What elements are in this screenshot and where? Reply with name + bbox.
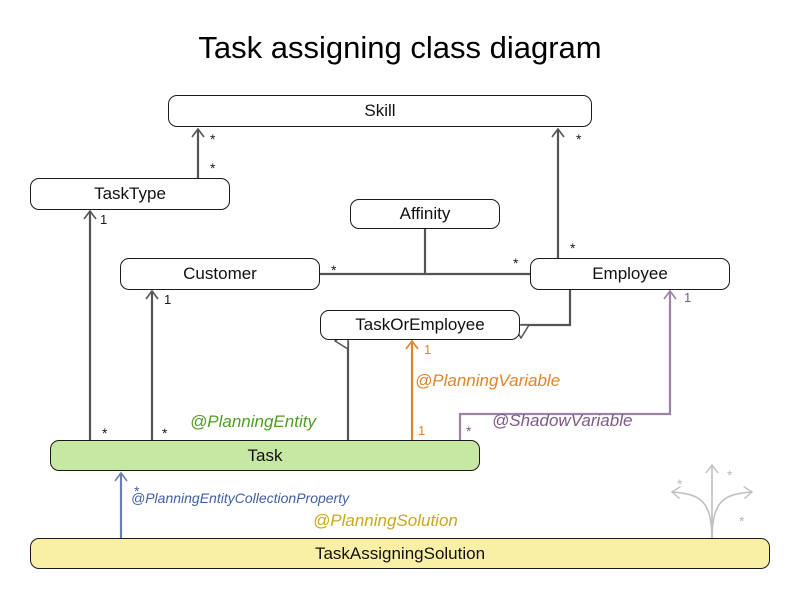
class-node-customer[interactable]: Customer — [120, 258, 320, 290]
class-node-affinity[interactable]: Affinity — [350, 199, 500, 229]
multiplicity-faded-left: * — [677, 476, 683, 492]
multiplicity-solution-task: * — [134, 483, 140, 499]
multiplicity-employee-skill-top: * — [576, 131, 582, 147]
annotation-shadow-variable: @ShadowVariable — [492, 411, 633, 430]
class-node-taskoremployee[interactable]: TaskOrEmployee — [320, 310, 520, 340]
faded-association-fan — [670, 463, 754, 541]
class-node-task[interactable]: Task — [50, 440, 480, 471]
class-name-tasktype: TaskType — [94, 184, 166, 203]
class-name-affinity: Affinity — [399, 204, 451, 223]
class-name-employee: Employee — [592, 264, 668, 283]
class-node-taskassigningsolution[interactable]: TaskAssigningSolution — [30, 538, 770, 569]
multiplicity-shadow-variable-bottom: * — [466, 423, 472, 439]
class-node-skill[interactable]: Skill — [168, 95, 592, 127]
page-title: Task assigning class diagram — [198, 30, 602, 65]
multiplicity-faded-top: * — [727, 467, 733, 483]
annotation-planning-variable: @PlanningVariable — [415, 371, 561, 390]
annotation-planning-entity-collection-property: @PlanningEntityCollectionProperty — [131, 490, 350, 506]
multiplicity-planning-variable-bottom: 1 — [418, 423, 426, 438]
annotation-planning-entity: @PlanningEntity — [190, 412, 316, 431]
class-name-taskassigningsolution: TaskAssigningSolution — [314, 543, 486, 563]
edge-employee-generalization — [521, 290, 572, 325]
annotation-planning-solution: @PlanningSolution — [313, 511, 458, 530]
class-name-taskoremployee: TaskOrEmployee — [355, 315, 485, 334]
class-node-employee[interactable]: Employee — [530, 258, 730, 290]
multiplicity-tasktype-skill-bottom: * — [210, 160, 216, 176]
multiplicity-task-customer-bottom: * — [162, 425, 168, 441]
class-name-customer: Customer — [183, 264, 257, 283]
multiplicity-task-customer-top: 1 — [164, 292, 172, 307]
multiplicity-planning-variable-top: 1 — [424, 342, 432, 357]
multiplicity-task-tasktype-bottom: * — [102, 425, 108, 441]
multiplicity-employee-affinity: * — [513, 255, 519, 271]
multiplicity-employee-skill-bottom: * — [570, 240, 576, 256]
multiplicity-shadow-variable-top: 1 — [684, 290, 692, 305]
multiplicity-tasktype-skill-top: * — [210, 131, 216, 147]
multiplicity-customer-affinity: * — [331, 262, 337, 278]
multiplicity-task-tasktype-top: 1 — [100, 212, 108, 227]
class-node-tasktype[interactable]: TaskType — [30, 178, 230, 210]
edge-shadow-variable — [458, 289, 677, 440]
multiplicity-faded-right: * — [739, 513, 745, 529]
class-name-skill: Skill — [364, 101, 396, 120]
class-name-task: Task — [247, 445, 283, 465]
